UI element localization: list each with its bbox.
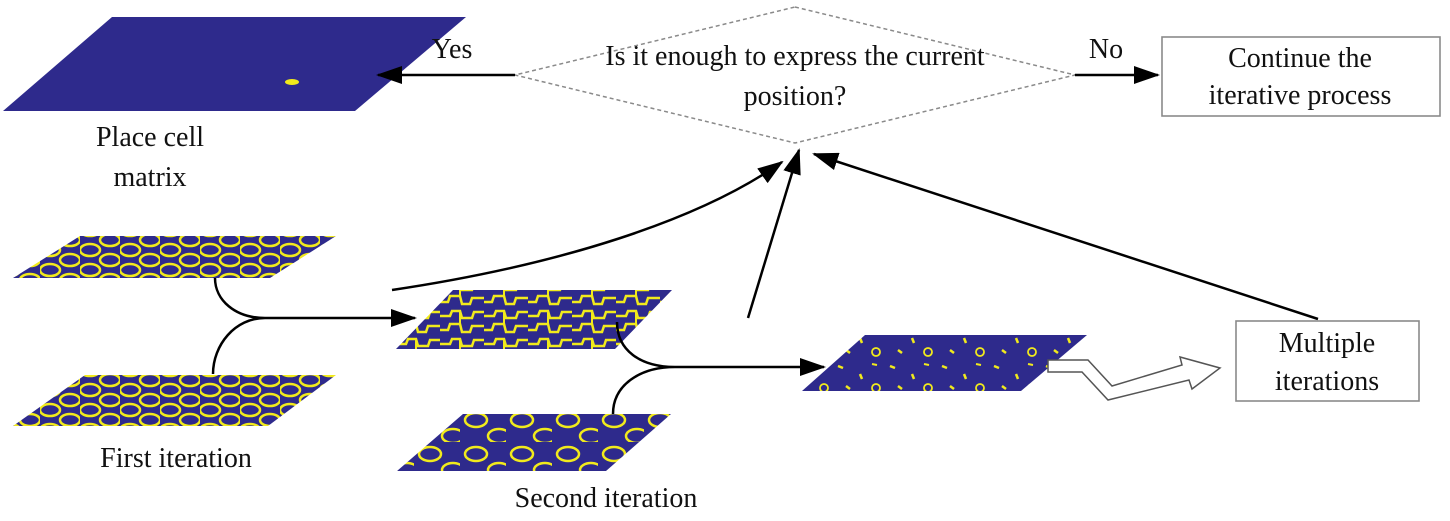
first-merge-connector (211, 277, 415, 375)
decision-text-line2: position? (744, 81, 847, 112)
second-iteration-map-bottom (397, 414, 671, 471)
place-cell-matrix (3, 17, 466, 111)
first-iteration-label: First iteration (100, 443, 252, 474)
multiple-to-decision-arrow (812, 152, 1319, 321)
second-iteration-label: Second iteration (515, 483, 698, 514)
decision-diamond (514, 6, 1076, 144)
hollow-zigzag-arrow (1047, 355, 1222, 401)
second-iteration-map-top (396, 290, 672, 349)
yes-label: Yes (432, 34, 473, 65)
multiple-text-line1: Multiple (1279, 328, 1375, 359)
multiple-text-line2: iterations (1275, 366, 1379, 397)
second-to-decision-arrow (746, 148, 801, 319)
first-iteration-map-bottom (13, 375, 336, 426)
first-iteration-map-top (13, 236, 336, 278)
place-cell-label-line2: matrix (113, 162, 186, 193)
continue-box (1161, 36, 1441, 117)
multiple-iteration-map (802, 335, 1087, 391)
continue-text-line2: iterative process (1209, 80, 1392, 111)
first-to-decision-arrow (391, 160, 784, 292)
continue-text-line1: Continue the (1228, 43, 1372, 74)
place-cell-label-line1: Place cell (96, 122, 204, 153)
no-label: No (1089, 34, 1123, 65)
multiple-iterations-box (1235, 320, 1420, 402)
decision-text-line1: Is it enough to express the current (605, 41, 985, 72)
second-merge-connector (611, 321, 824, 415)
